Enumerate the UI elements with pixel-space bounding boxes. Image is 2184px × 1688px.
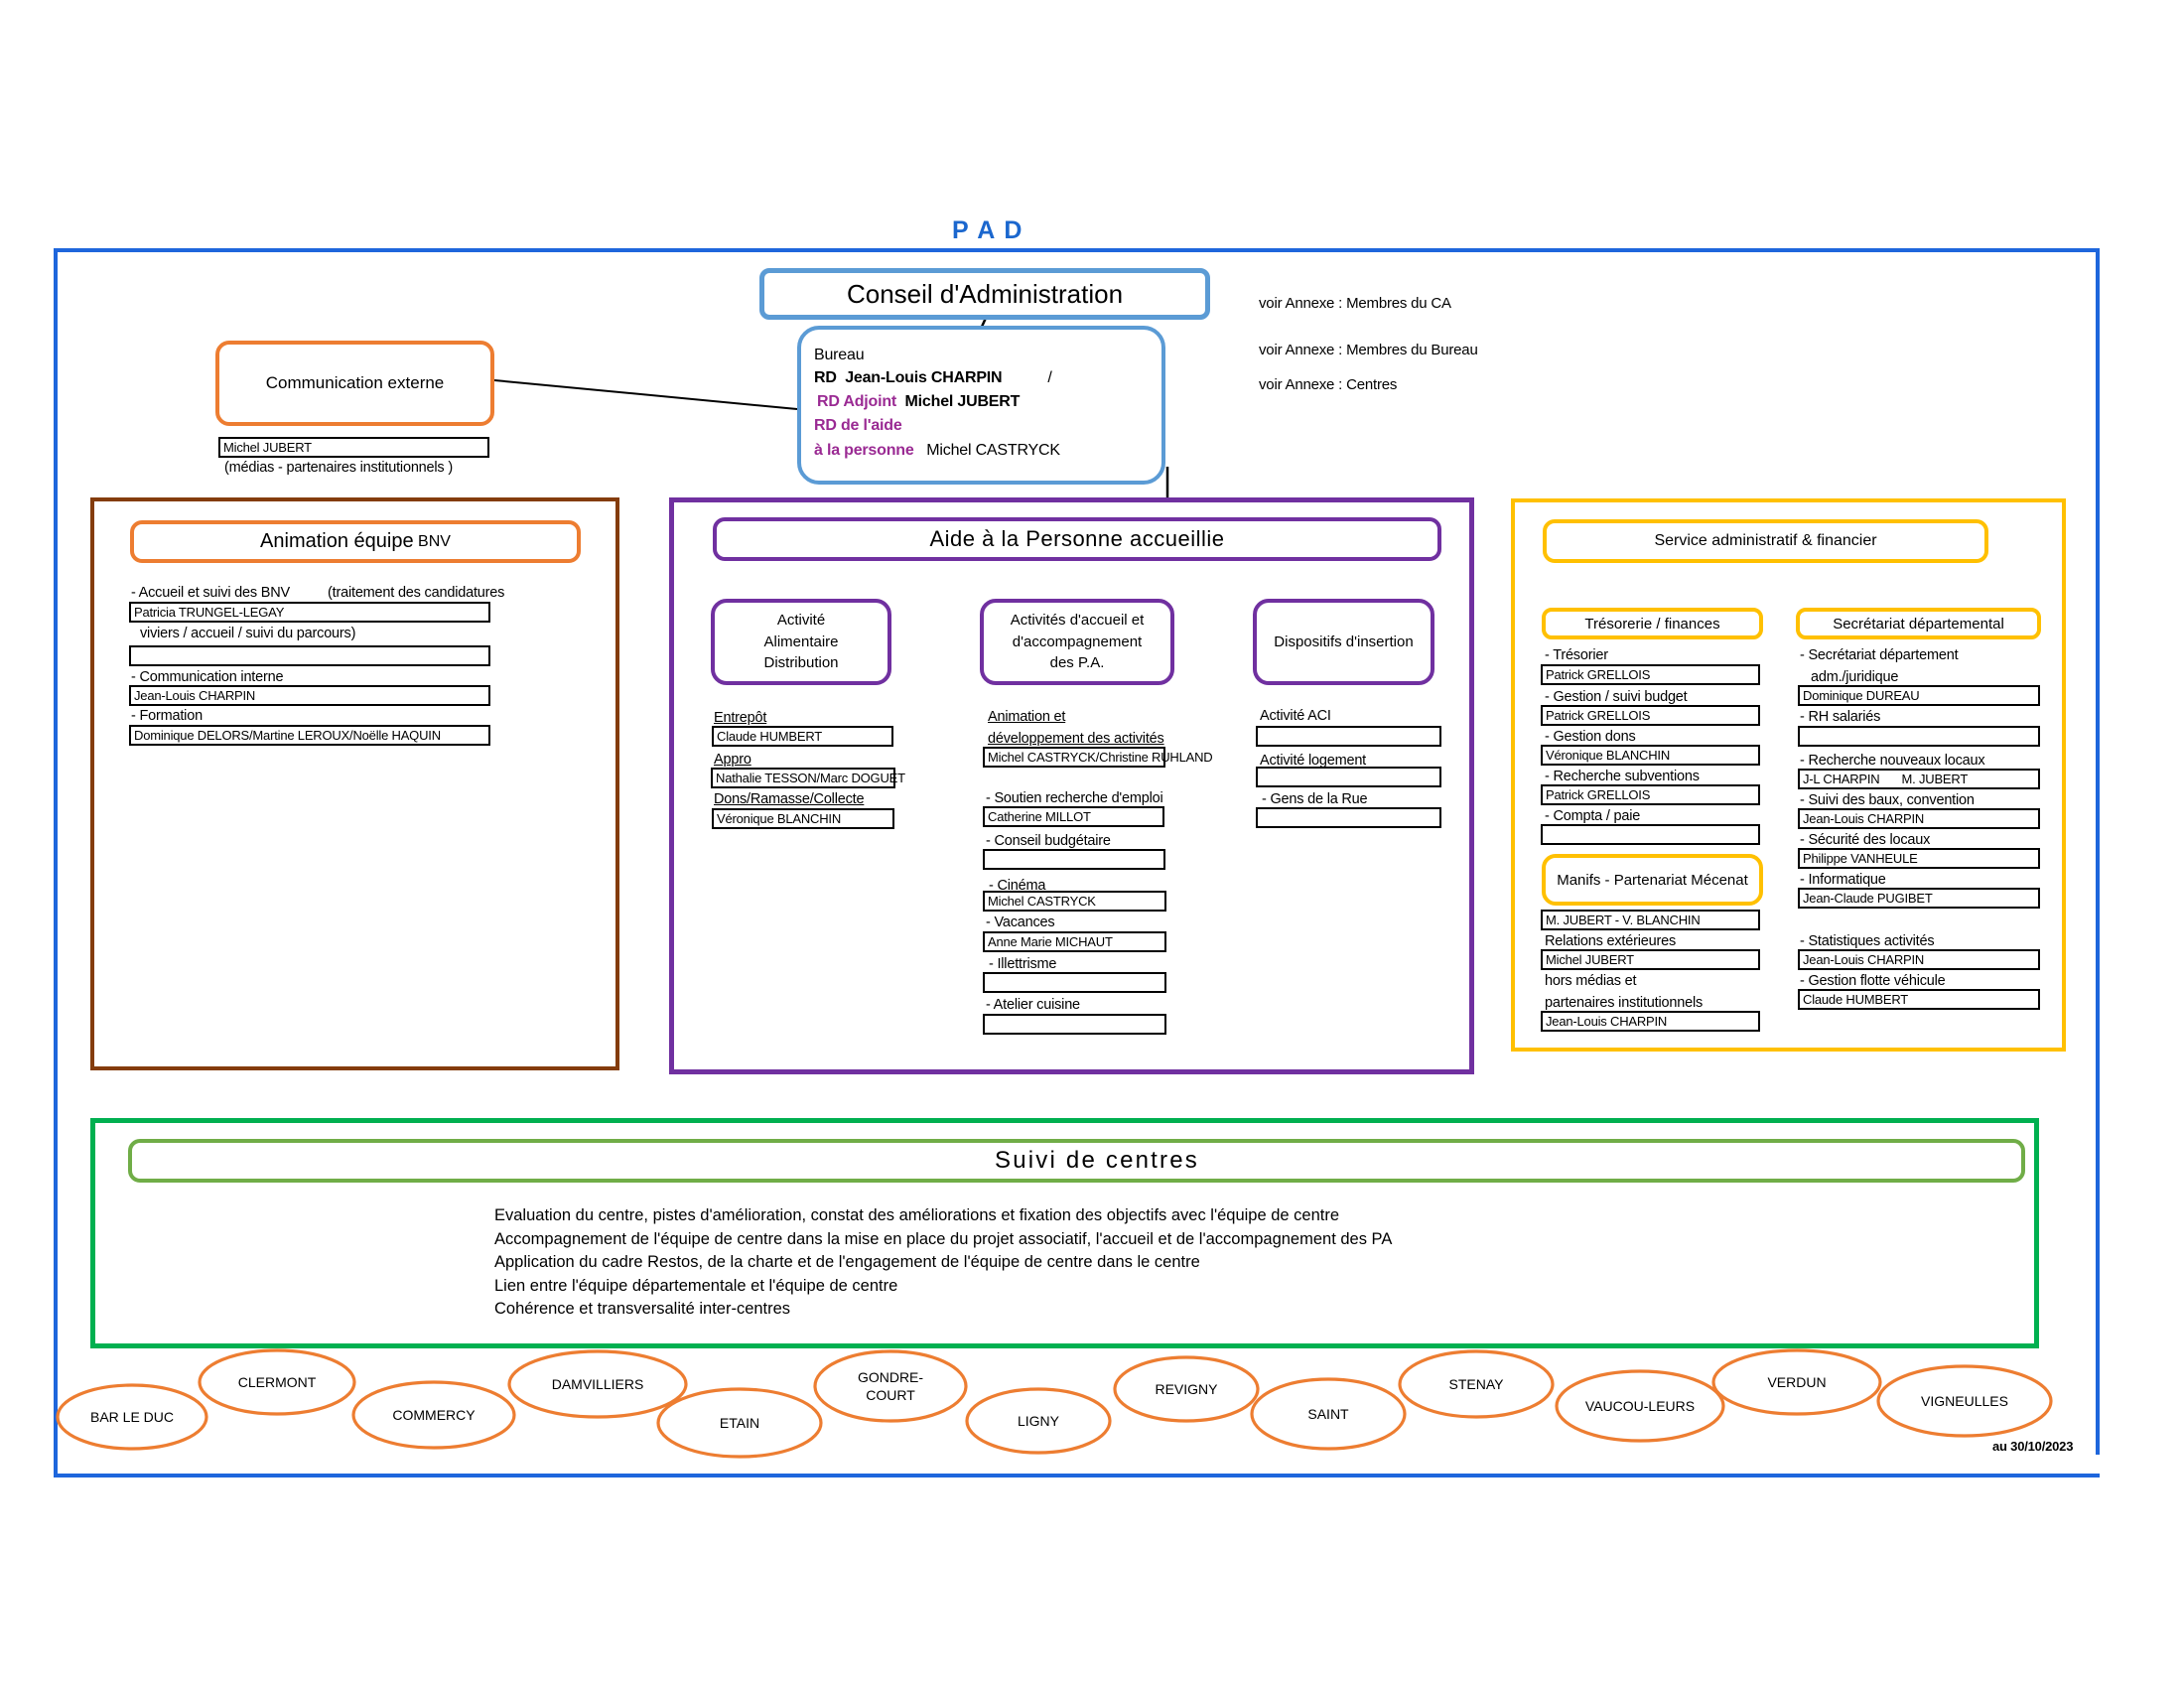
svg-text:LIGNY: LIGNY xyxy=(1018,1413,1060,1429)
svg-text:GONDRE-: GONDRE- xyxy=(858,1369,923,1385)
svg-text:VERDUN: VERDUN xyxy=(1767,1374,1826,1390)
svg-text:COURT: COURT xyxy=(866,1387,915,1403)
svg-text:REVIGNY: REVIGNY xyxy=(1155,1381,1218,1397)
svg-text:ETAIN: ETAIN xyxy=(720,1415,759,1431)
svg-text:DAMVILLIERS: DAMVILLIERS xyxy=(552,1376,644,1392)
svg-text:SAINT: SAINT xyxy=(1307,1406,1349,1422)
svg-text:VIGNEULLES: VIGNEULLES xyxy=(1921,1393,2008,1409)
svg-text:STENAY: STENAY xyxy=(1449,1376,1505,1392)
svg-text:COMMERCY: COMMERCY xyxy=(392,1407,476,1423)
svg-text:CLERMONT: CLERMONT xyxy=(238,1374,317,1390)
svg-text:BAR LE DUC: BAR LE DUC xyxy=(90,1409,174,1425)
svg-text:VAUCOU-LEURS: VAUCOU-LEURS xyxy=(1585,1398,1695,1414)
